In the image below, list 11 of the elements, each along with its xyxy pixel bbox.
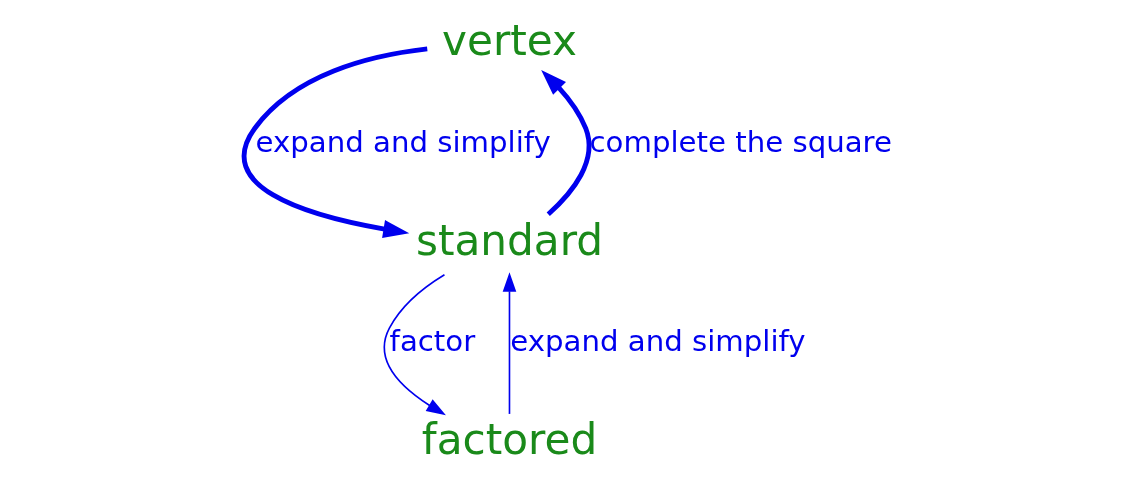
- node-text: vertex: [441, 16, 577, 66]
- arrow: [241, 46, 428, 238]
- edge-label: expand and simplify: [255, 124, 551, 159]
- edge-label: expand and simplify: [510, 324, 806, 359]
- node-text: standard: [415, 215, 604, 265]
- edge-label: complete the square: [589, 124, 892, 159]
- arrow: [502, 272, 517, 415]
- arrow: [383, 273, 446, 416]
- node-text: factored: [421, 415, 598, 465]
- edge-label: factor: [389, 324, 476, 359]
- arrow: [541, 69, 592, 217]
